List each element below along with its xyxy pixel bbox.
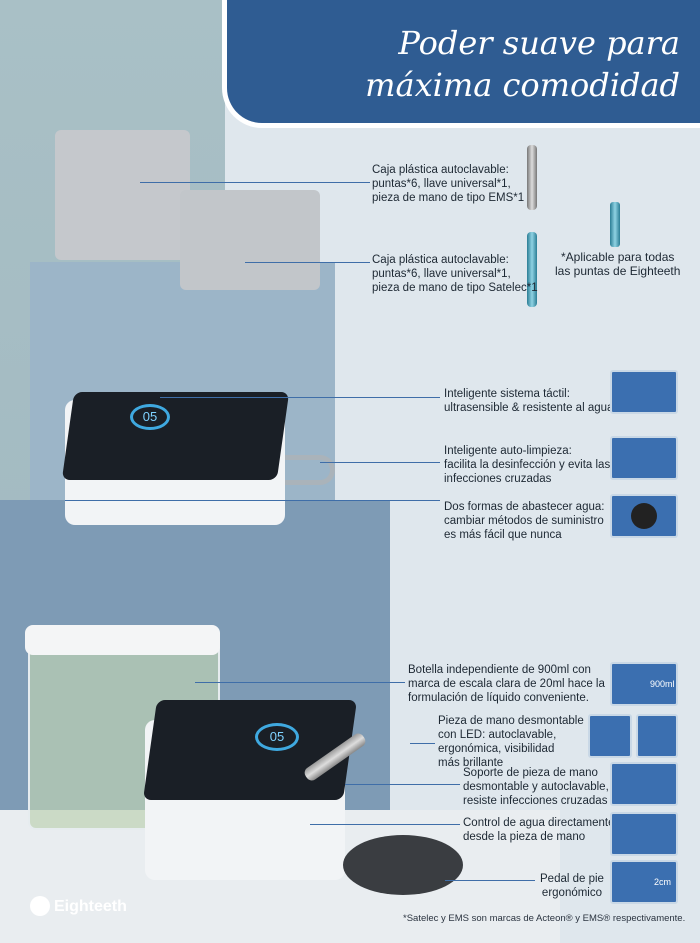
callout-line: [345, 784, 460, 785]
touch-thumbnail: [610, 370, 678, 414]
self-clean-thumbnail: [610, 436, 678, 480]
display-readout-bottom: 05: [255, 723, 299, 751]
title-line-1: Poder suave para: [398, 24, 680, 62]
handpiece-thumbnail-2: [636, 714, 678, 758]
ems-case: [55, 130, 190, 260]
callout-satelec-box: Caja plástica autoclavable:puntas*6, lla…: [372, 254, 538, 294]
bottle-thumbnail: 900ml: [610, 662, 678, 706]
callout-line: [195, 682, 405, 683]
callout-line: [140, 182, 370, 183]
callout-line: [410, 743, 435, 744]
callout-line: [65, 500, 440, 501]
water-supply-thumbnail: [610, 494, 678, 538]
satelec-case: [180, 190, 320, 290]
callout-line: [160, 397, 440, 398]
title-banner: [222, 0, 700, 128]
callout-water-supply: Dos formas de abastecer agua:cambiar mét…: [444, 501, 605, 541]
bottle-volume-label: 900ml: [650, 679, 675, 689]
foot-pedal: [343, 835, 463, 895]
brand-logo-icon: [30, 896, 50, 916]
callout-self-clean: Inteligente auto-limpieza:facilita la de…: [444, 445, 611, 485]
ems-handpiece-image: [527, 145, 537, 210]
touch-screen-bottom: [142, 700, 358, 800]
pedal-thumbnail: 2cm: [610, 860, 678, 904]
display-readout: 05: [130, 404, 170, 430]
handpiece-thumbnail-1: [588, 714, 632, 758]
satelec-handpiece-image: [527, 232, 537, 307]
callout-line: [310, 824, 460, 825]
callout-ems-box: Caja plástica autoclavable:puntas*6, lla…: [372, 164, 525, 204]
touch-screen: [61, 392, 290, 480]
bottle-lid: [25, 625, 220, 655]
cable: [285, 455, 335, 485]
title-line-2: máxima comodidad: [365, 66, 680, 104]
tip-image: [610, 202, 620, 247]
callout-line: [445, 880, 535, 881]
callout-line: [245, 262, 370, 263]
brand-name: Eighteeth: [54, 898, 127, 915]
water-control-thumbnail: [610, 812, 678, 856]
holder-thumbnail: [610, 762, 678, 806]
callout-line: [320, 462, 440, 463]
page-title: Poder suave para máxima comodidad: [250, 22, 680, 106]
callout-touch: Inteligente sistema táctil:ultrasensible…: [444, 388, 614, 414]
footnote: *Satelec y EMS son marcas de Acteon® y E…: [403, 913, 686, 924]
pedal-height-label: 2cm: [654, 877, 672, 887]
